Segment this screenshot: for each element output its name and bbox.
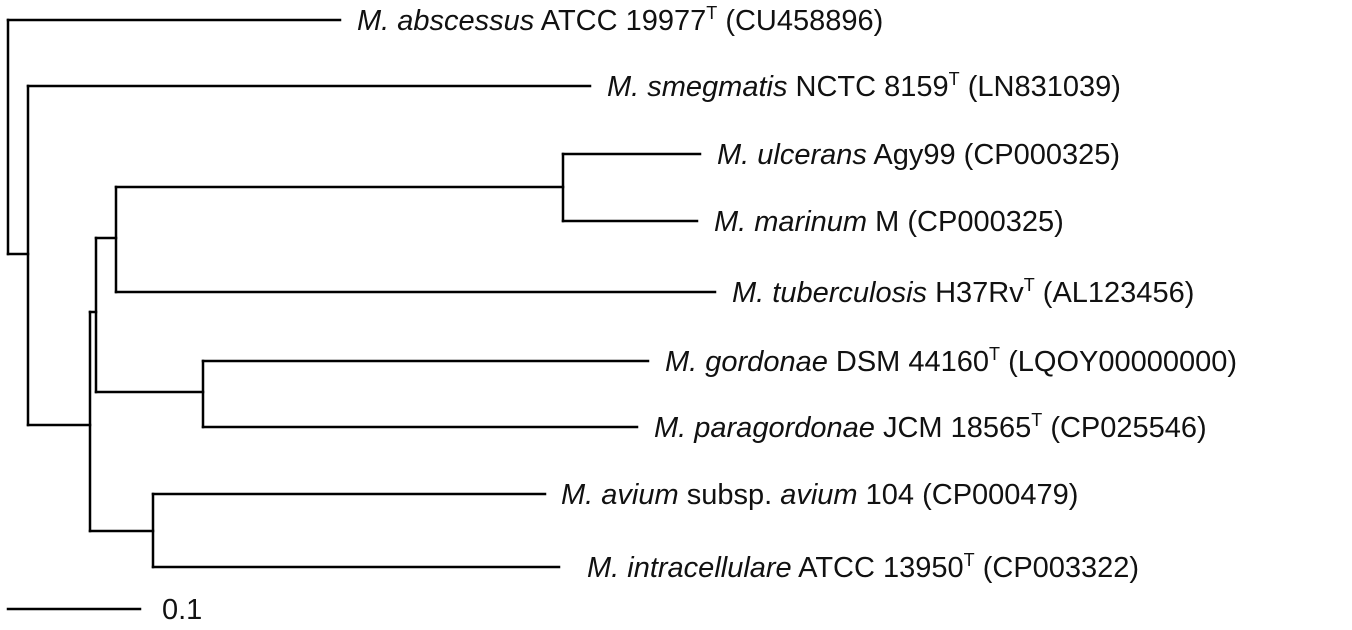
tree-branches <box>6 18 717 611</box>
taxon-label-gordonae: M. gordonae DSM 44160T (LQOY00000000) <box>665 344 1237 378</box>
taxon-label-marinum: M. marinum M (CP000325) <box>714 206 1064 238</box>
taxon-label-intracellulare: M. intracellulare ATCC 13950T (CP003322) <box>587 550 1139 584</box>
taxon-label-tuberculosis: M. tuberculosis H37RvT (AL123456) <box>732 275 1194 309</box>
taxon-labels: M. abscessus ATCC 19977T (CU458896) M. s… <box>357 3 1237 584</box>
taxon-label-ulcerans: M. ulcerans Agy99 (CP000325) <box>717 139 1120 171</box>
taxon-label-abscessus: M. abscessus ATCC 19977T (CU458896) <box>357 3 883 37</box>
taxon-label-paragordonae: M. paragordonae JCM 18565T (CP025546) <box>654 410 1207 444</box>
taxon-label-smegmatis: M. smegmatis NCTC 8159T (LN831039) <box>607 69 1121 103</box>
scale-bar-label: 0.1 <box>162 594 202 626</box>
taxon-label-avium: M. avium subsp. avium 104 (CP000479) <box>561 479 1078 511</box>
